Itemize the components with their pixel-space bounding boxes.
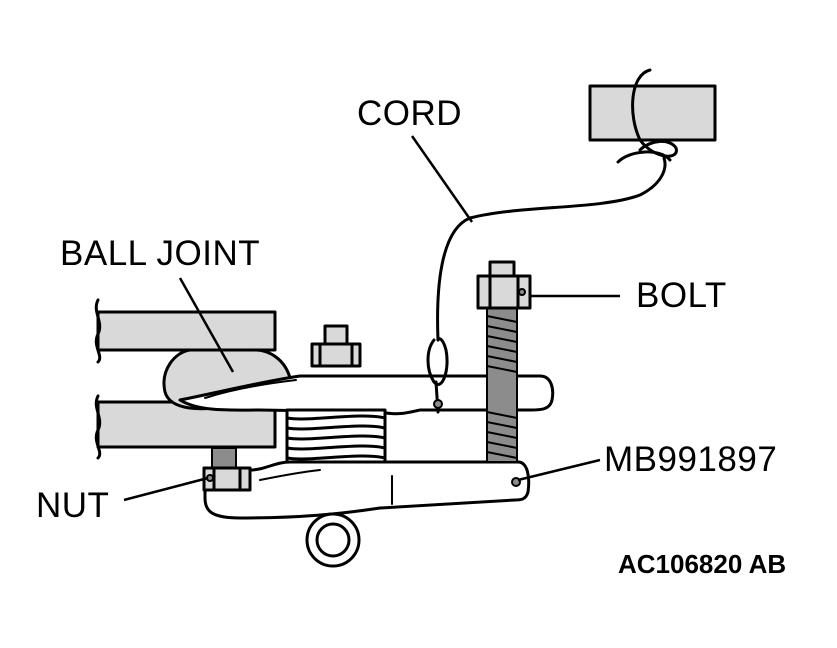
tool-label: MB991897 xyxy=(604,440,778,479)
ball-joint-leader xyxy=(178,277,235,373)
ball-joint-label: BALL JOINT xyxy=(60,234,261,273)
tool-leader xyxy=(517,458,601,482)
tool-ring xyxy=(305,512,361,568)
bolt-label: BOLT xyxy=(636,276,727,315)
ball-joint xyxy=(162,348,292,411)
support-rod xyxy=(588,68,717,164)
cord xyxy=(426,156,667,414)
tool-upper-arm xyxy=(178,374,555,416)
spring xyxy=(285,408,387,470)
upper-arm xyxy=(94,298,277,364)
bolt xyxy=(476,260,532,463)
cord-label: CORD xyxy=(357,94,463,133)
tool-lower-body xyxy=(203,460,531,520)
nut-leader xyxy=(123,476,209,502)
nut-label: NUT xyxy=(36,486,110,525)
nut xyxy=(202,447,252,492)
center-bolt xyxy=(310,324,362,368)
cord-leader xyxy=(410,135,474,223)
figure-code: AC106820 AB xyxy=(618,549,787,579)
